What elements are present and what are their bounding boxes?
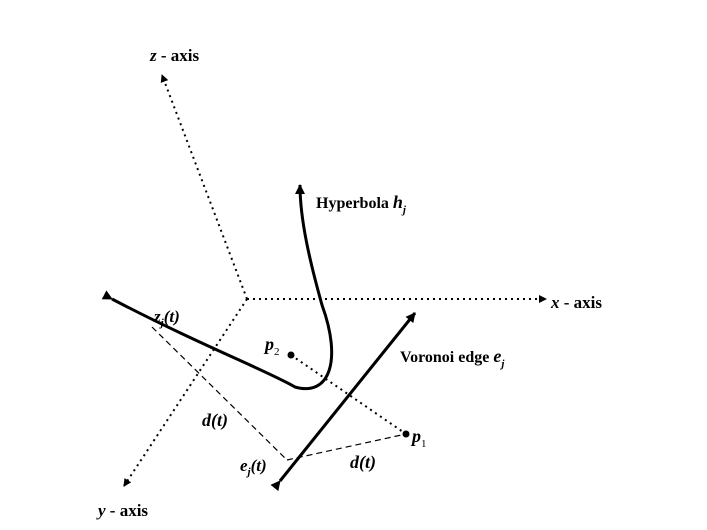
y-axis-label: y - axis: [96, 501, 148, 520]
point-p2: [287, 351, 295, 359]
distance-label-left: d(t): [202, 410, 228, 431]
voronoi-edge-line: [270, 312, 417, 492]
distance-label-right: d(t): [350, 452, 376, 473]
voronoi-edge-label: Voronoi edge ej: [400, 346, 505, 370]
y-axis-line: [123, 298, 248, 487]
p2-label: p2: [263, 334, 280, 358]
ej-t-label: ej(t): [240, 456, 267, 478]
zj-t-label: zj(t): [153, 307, 180, 329]
hyperbola-label: Hyperbola hj: [316, 192, 407, 216]
x-axis-label: x - axis: [550, 293, 602, 312]
z-axis-line: [160, 74, 248, 300]
point-p1: [402, 430, 410, 438]
z-axis-label: z - axis: [149, 46, 200, 65]
distance-line-ej-p1: [286, 433, 407, 461]
hyperbola-curve: [101, 184, 334, 391]
distance-line-zj-ej: [151, 326, 288, 461]
p1-label: p1: [410, 426, 427, 450]
